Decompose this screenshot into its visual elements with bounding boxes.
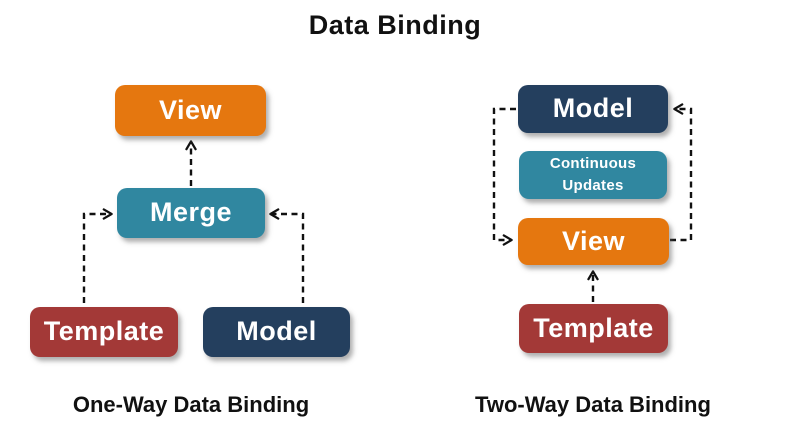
box-one-way-merge-label: Merge [149,197,233,228]
box-one-way-model-label: Model [236,316,317,347]
box-two-way-template: Template [519,304,668,353]
box-two-way-view: View [518,218,669,265]
box-two-way-model-label: Model [552,93,634,124]
box-one-way-template: Template [30,307,178,357]
box-two-way-model: Model [518,85,668,133]
box-two-way-template-label: Template [533,312,654,343]
arrow-template-to-merge [82,208,113,303]
box-two-way-view-label: View [561,225,626,256]
caption-two-way-data-binding: Two-Way Data Binding [475,392,711,417]
box-two-way-continuous-updates: Continuous Updates [519,151,667,199]
box-one-way-model: Model [203,307,350,357]
arrow-view-to-model-right-loop [670,103,693,242]
caption-one-way-data-binding: One-Way Data Binding [72,392,310,417]
box-one-way-template-label: Template [43,316,165,347]
box-one-way-view-label: View [158,94,223,125]
arrow-model-to-view-left-loop [492,107,516,246]
box-two-way-continuous-updates-label: Continuous Updates [549,155,637,194]
box-one-way-view: View [115,85,266,136]
arrow-model-to-merge [269,208,305,303]
page-title: Data Binding [308,10,482,40]
box-one-way-merge: Merge [117,188,265,238]
